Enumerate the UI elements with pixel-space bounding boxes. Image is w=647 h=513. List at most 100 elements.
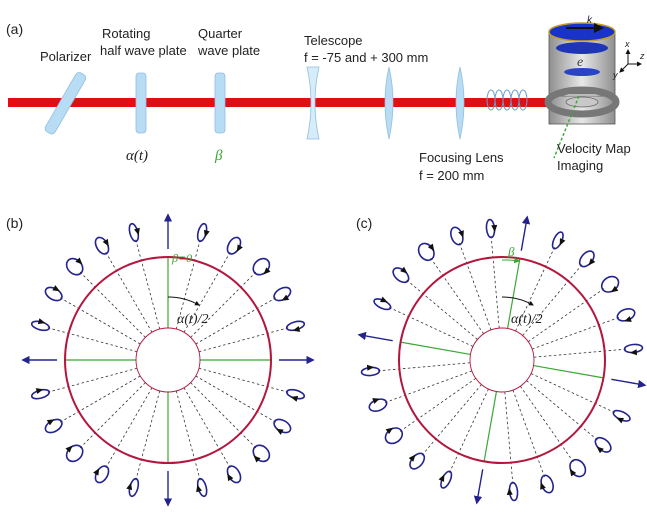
panel-c-inner-circle: [469, 327, 535, 393]
panel-b-polarization-ellipse: [30, 388, 51, 400]
panel-b-polarization-ellipse: [94, 236, 110, 255]
panel-c-ellipses: [357, 215, 647, 505]
vmi-label-line1: Velocity Map: [557, 141, 631, 156]
panel-b-polarization-ellipse: [196, 222, 210, 243]
panel-c-dashed-ray: [405, 279, 478, 340]
panel-c-dashed-ray: [520, 385, 575, 463]
telescope-convex-lens: [384, 66, 394, 140]
panel-b-dashed-ray: [79, 271, 146, 338]
panel-b-polarization-ellipse: [252, 444, 271, 463]
telescope-label-line2: f = -75 and + 300 mm: [304, 50, 428, 65]
panel-c-dashed-ray: [527, 287, 605, 342]
panel-b-polarization-ellipse: [65, 444, 84, 463]
panel-c-polarization-ellipse: [623, 343, 644, 356]
panel-b-polarization-ellipse: [226, 465, 242, 484]
panel-b-dashed-ray: [105, 387, 153, 469]
panel-b-dashed-ray: [105, 251, 153, 333]
panel-c-dashed-ray: [384, 370, 473, 404]
axis-x-label: x: [624, 39, 630, 49]
focusing-lens-label-line1: Focusing Lens: [419, 150, 504, 165]
panel-c-polarization-ellipse: [392, 266, 410, 284]
telescope-concave-lens: [306, 66, 320, 140]
axis-y-label: y: [612, 70, 618, 80]
panel-b-dashed-ray: [47, 367, 138, 393]
panel-b-alpha-label: α(t)/2: [177, 312, 208, 327]
panel-b-polarization-ellipse: [44, 285, 63, 302]
panel-c-polarization-ellipse: [368, 398, 388, 412]
vmi-ring: [544, 86, 620, 118]
panel-b-dashed-ray: [183, 251, 231, 333]
panel-c-polarization-ellipse: [408, 452, 426, 470]
panel-b-polarization-ellipse: [252, 257, 271, 276]
panel-c-dashed-ray: [458, 242, 492, 331]
panel-c-linear-polarization-arrow: [473, 469, 484, 505]
panel-c-beta-label: β: [507, 244, 515, 259]
panel-b-polarization-ellipse: [285, 320, 306, 332]
panel-b-dashed-ray: [183, 387, 231, 469]
panel-c-tag: (c): [356, 215, 372, 231]
quarter-wave-label-line1: Quarter: [198, 26, 243, 41]
panel-b-dashed-ray: [198, 327, 289, 353]
panel-c-dashed-ray: [515, 246, 556, 332]
vmi-ion-path: [553, 95, 580, 159]
vmi-ring-inner: [565, 96, 599, 108]
quarter-wave-plate: [214, 72, 226, 134]
panel-c-polarization-ellipse: [551, 231, 566, 250]
k-label: k: [587, 15, 593, 26]
half-wave-label-line1: Rotating: [102, 26, 150, 41]
panel-c-dashed-ray: [388, 306, 474, 347]
panel-b-polarization-ellipse: [273, 418, 292, 435]
half-wave-label-line2: half wave plate: [100, 43, 187, 58]
polarization-helix: [486, 89, 528, 111]
panel-b-dashed-ray: [175, 239, 201, 330]
panel-a-tag: (a): [6, 21, 23, 37]
panel-c-axis-ray: [483, 391, 498, 462]
panel-c-beta-arc: [501, 257, 521, 264]
panel-c-dashed-ray: [377, 362, 471, 372]
panel-c-dashed-ray: [429, 257, 484, 335]
coordinate-axes: [619, 49, 642, 73]
vmi-top-cap: [548, 22, 616, 42]
panel-b-polarization-ellipse: [285, 388, 306, 402]
panel-c-polarization-ellipse: [485, 218, 498, 239]
panel-b-inner-circle: [135, 327, 201, 393]
panel-a: (a) Polarizer Rotating half wave plate α…: [6, 15, 645, 183]
panel-c-axis-ray: [506, 258, 521, 329]
panel-b-dashed-ray: [135, 390, 161, 481]
panel-b-outer-circle: [64, 256, 272, 464]
vmi-spectrometer: k e: [544, 15, 620, 159]
panel-c-linear-polarization-arrow: [520, 215, 531, 251]
panel-c-rays: [377, 235, 627, 485]
panel-b-dashed-ray: [47, 327, 138, 353]
panel-b-polarization-ellipse: [126, 477, 140, 498]
panel-c-alpha-label: α(t)/2: [511, 312, 542, 327]
panel-b-dashed-ray: [198, 367, 289, 393]
panel-b-polarization-ellipse: [44, 418, 63, 434]
panel-b-polarization-ellipse: [273, 286, 292, 302]
panel-b-polarization-ellipse: [226, 236, 243, 255]
panel-b-polarization-ellipse: [128, 222, 140, 243]
panel-b-polarization-ellipse: [93, 465, 110, 484]
panel-b-rays: [47, 239, 289, 481]
panel-c-polarization-ellipse: [612, 409, 631, 424]
panel-c-polarization-ellipse: [506, 481, 519, 502]
beta-label: β: [214, 148, 223, 164]
panel-c-dashed-ray: [399, 378, 477, 433]
panel-c-dashed-ray: [490, 235, 500, 329]
panel-c-dashed-ray: [504, 391, 514, 485]
panel-c-polarization-ellipse: [417, 242, 435, 262]
panel-c-polarization-ellipse: [360, 364, 381, 377]
panel-b-dashed-ray: [190, 271, 257, 338]
panel-b-alpha-arc: [167, 296, 200, 306]
half-wave-plate: [135, 72, 147, 134]
panel-c-dashed-ray: [530, 373, 616, 414]
vmi-inner-disc-2: [564, 68, 600, 76]
panel-b-dashed-ray: [59, 375, 141, 423]
focusing-lens: [455, 66, 465, 140]
panel-c-alpha-arc: [501, 296, 534, 306]
panel-b-dashed-ray: [195, 297, 277, 345]
focusing-lens-label-line2: f = 200 mm: [419, 168, 484, 183]
panel-b-dashed-ray: [175, 390, 201, 481]
panel-c-polarization-ellipse: [594, 436, 612, 454]
